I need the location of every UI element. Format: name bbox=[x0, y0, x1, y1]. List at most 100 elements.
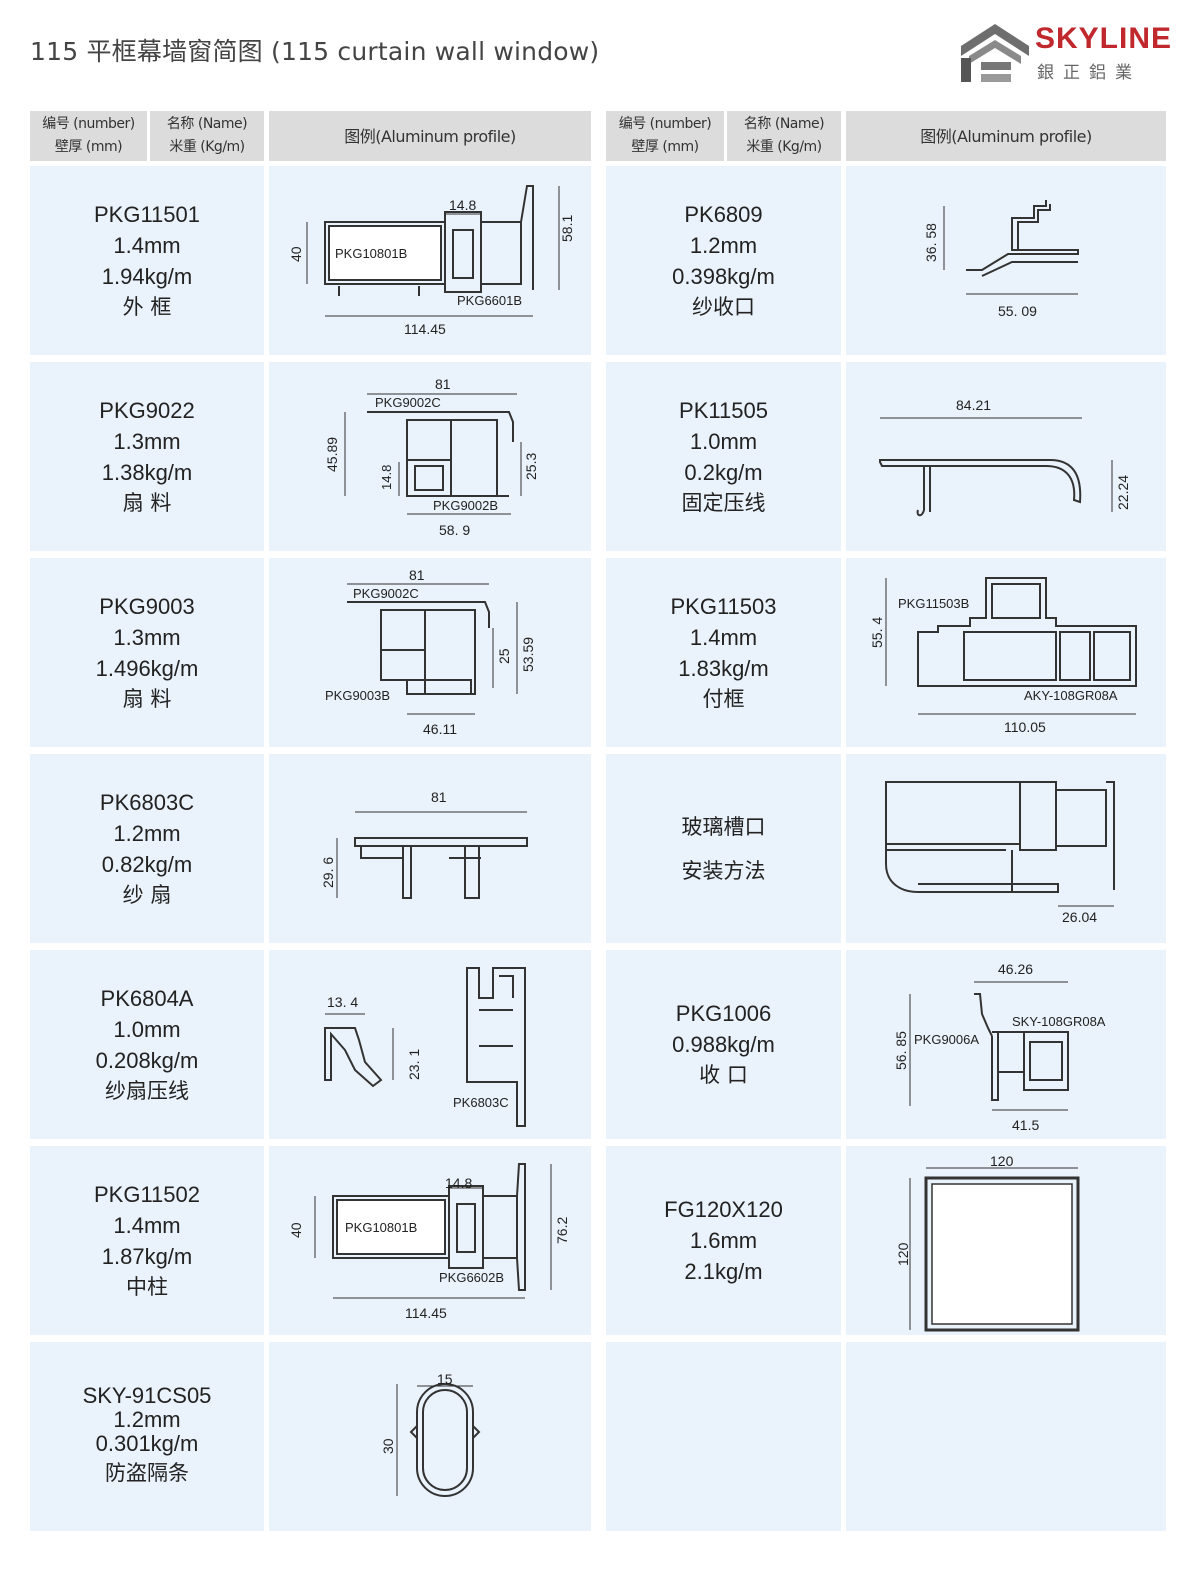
header-number-thickness-right: 编号 (number) 壁厚 (mm) bbox=[606, 111, 724, 161]
profile-drawing: 55. 4 110.05 PKG11503B AKY-108GR08A bbox=[869, 577, 1137, 735]
logo-mark-icon bbox=[961, 24, 1029, 82]
profile-info-pkg11502: PKG11502 1.4mm 1.87kg/m 中柱 bbox=[30, 1146, 264, 1335]
part-label: PKG6601B bbox=[457, 293, 522, 308]
profile-name: 纱 扇 bbox=[122, 882, 172, 907]
profile-thickness: 1.4mm bbox=[113, 232, 181, 258]
profile-info-pk6809: PK6809 1.2mm 0.398kg/m 纱收口 bbox=[606, 166, 841, 355]
profile-thickness: 1.2mm bbox=[113, 820, 181, 846]
profile-thickness: 1.6mm bbox=[689, 1228, 758, 1253]
dim-label: 23. 1 bbox=[406, 1049, 422, 1080]
dim-label: 120 bbox=[990, 1153, 1014, 1169]
profile-info-pkg1006: PKG1006 0.988kg/m 收 口 bbox=[606, 950, 841, 1139]
header-weight: 米重 (Kg/m) bbox=[169, 139, 245, 155]
dim-label: 114.45 bbox=[404, 321, 446, 337]
dim-label: 25 bbox=[496, 648, 512, 664]
profile-weight: 0.2kg/m bbox=[684, 459, 763, 485]
header-figure-right: 图例(Aluminum profile) bbox=[846, 111, 1166, 161]
profile-name: 外 框 bbox=[122, 294, 172, 319]
header-number: 编号 (number) bbox=[42, 116, 135, 132]
dim-label: 110.05 bbox=[1004, 719, 1046, 735]
header-name-weight: 名称 (Name) 米重 (Kg/m) bbox=[150, 111, 264, 161]
dim-label: 13. 4 bbox=[327, 994, 358, 1010]
header-figure-label: 图例(Aluminum profile) bbox=[344, 126, 516, 146]
dim-label: 76.2 bbox=[554, 1217, 570, 1244]
part-label: PKG9002C bbox=[353, 586, 419, 601]
profile-info-glass-groove: 玻璃槽口 安装方法 bbox=[606, 754, 841, 943]
profile-drawing: 81 45.89 14.8 25.3 58. 9 PKG9002C PKG900… bbox=[324, 376, 539, 538]
part-label: PKG9003B bbox=[325, 688, 390, 703]
header-weight: 米重 (Kg/m) bbox=[746, 139, 822, 155]
profile-code: PK11505 bbox=[679, 397, 768, 423]
dim-label: 30 bbox=[380, 1438, 396, 1454]
profile-name: 收 口 bbox=[699, 1063, 748, 1087]
dim-label: 46.26 bbox=[998, 961, 1033, 977]
profile-figure-glass-groove: 26.04 bbox=[846, 754, 1166, 943]
header-figure-label: 图例(Aluminum profile) bbox=[920, 126, 1092, 146]
header-thickness: 壁厚 (mm) bbox=[631, 139, 699, 155]
dim-label: 84.21 bbox=[956, 397, 991, 413]
profile-info-sky91cs05: SKY-91CS05 1.2mm 0.301kg/m 防盗隔条 bbox=[30, 1342, 264, 1531]
dim-label: 29. 6 bbox=[320, 857, 336, 888]
header-figure: 图例(Aluminum profile) bbox=[269, 111, 591, 161]
profile-weight: 0.398kg/m bbox=[672, 263, 775, 289]
profile-name: 中柱 bbox=[126, 1274, 168, 1299]
profile-name: 付框 bbox=[702, 686, 745, 711]
profile-code: PK6809 bbox=[684, 201, 763, 227]
dim-label: 14.8 bbox=[379, 465, 394, 490]
dim-label: 58. 9 bbox=[439, 522, 470, 538]
profile-weight: 1.38kg/m bbox=[101, 459, 193, 485]
profile-code: PKG1006 bbox=[675, 1001, 772, 1026]
profile-info-pkg9022: PKG9022 1.3mm 1.38kg/m 扇 料 bbox=[30, 362, 264, 551]
profile-drawing: 14.8 58.1 40 114.45 PKG10801B PKG6601B bbox=[288, 185, 575, 337]
profile-drawing: 120 120 bbox=[895, 1153, 1080, 1332]
brand-name-cn: 銀正鋁業 bbox=[1037, 63, 1141, 83]
brand-logo: SKYLINE 銀正鋁業 bbox=[955, 18, 1175, 86]
dim-label: 22.24 bbox=[1115, 475, 1131, 510]
profile-figure-pkg11502: 14.8 76.2 40 114.45 PKG10801B PKG6602B bbox=[269, 1146, 591, 1335]
empty-info-cell bbox=[606, 1342, 841, 1531]
profile-drawing: 15 30 bbox=[380, 1371, 481, 1497]
profile-figure-pk6809: 36. 58 55. 09 bbox=[846, 166, 1166, 355]
part-label: PK6803C bbox=[453, 1095, 509, 1110]
profile-drawing: 84.21 22.24 bbox=[879, 397, 1131, 517]
dim-label: 36. 58 bbox=[923, 223, 939, 262]
part-label: PKG9002B bbox=[433, 498, 498, 513]
part-label: AKY-108GR08A bbox=[1024, 688, 1118, 703]
dim-label: 45.89 bbox=[324, 437, 340, 472]
header-name: 名称 (Name) bbox=[743, 116, 825, 132]
profile-figure-pkg9022: 81 45.89 14.8 25.3 58. 9 PKG9002C PKG900… bbox=[269, 362, 591, 551]
profile-figure-pk6803c: 81 29. 6 bbox=[269, 754, 591, 943]
part-label: SKY-108GR08A bbox=[1012, 1014, 1106, 1029]
dim-label: 53.59 bbox=[520, 637, 536, 672]
profile-name: 纱扇压线 bbox=[105, 1078, 189, 1103]
dim-label: 14.8 bbox=[449, 197, 476, 213]
profile-figure-sky91cs05: 15 30 bbox=[269, 1342, 591, 1531]
profile-thickness: 1.2mm bbox=[113, 1406, 181, 1432]
empty-figure-cell bbox=[846, 1342, 1166, 1531]
profile-thickness: 1.2mm bbox=[689, 232, 758, 258]
profile-thickness: 1.3mm bbox=[113, 624, 181, 650]
section-subtitle: 安装方法 bbox=[681, 858, 766, 883]
brand-name: SKYLINE bbox=[1035, 22, 1173, 55]
profile-code: SKY-91CS05 bbox=[82, 1382, 212, 1408]
profile-code: FG120X120 bbox=[664, 1197, 783, 1222]
profile-figure-fg120x120: 120 120 bbox=[846, 1146, 1166, 1335]
dim-label: 40 bbox=[288, 246, 304, 262]
profile-info-pk11505: PK11505 1.0mm 0.2kg/m 固定压线 bbox=[606, 362, 841, 551]
header-number: 编号 (number) bbox=[618, 116, 712, 132]
profile-code: PK6803C bbox=[99, 789, 195, 815]
page-title: 115 平框幕墙窗简图 (115 curtain wall window) bbox=[30, 37, 600, 66]
profile-thickness: 1.0mm bbox=[113, 1016, 181, 1042]
dim-label: 41.5 bbox=[1012, 1117, 1039, 1133]
profile-drawing: 14.8 76.2 40 114.45 PKG10801B PKG6602B bbox=[288, 1163, 570, 1321]
dim-label: 58.1 bbox=[559, 215, 575, 242]
profile-weight: 0.301kg/m bbox=[95, 1430, 199, 1456]
dim-label: 81 bbox=[435, 376, 451, 392]
section-title: 玻璃槽口 bbox=[681, 814, 766, 839]
profile-code: PKG11502 bbox=[93, 1181, 200, 1207]
profile-weight: 2.1kg/m bbox=[684, 1259, 763, 1284]
profile-drawing: 46.26 56. 85 41.5 SKY-108GR08A PKG9006A bbox=[893, 961, 1106, 1133]
profile-drawing: 26.04 bbox=[885, 781, 1115, 925]
dim-label: 120 bbox=[895, 1242, 911, 1266]
profile-figure-pk6804a: 13. 4 23. 1 PK6803C bbox=[269, 950, 591, 1139]
